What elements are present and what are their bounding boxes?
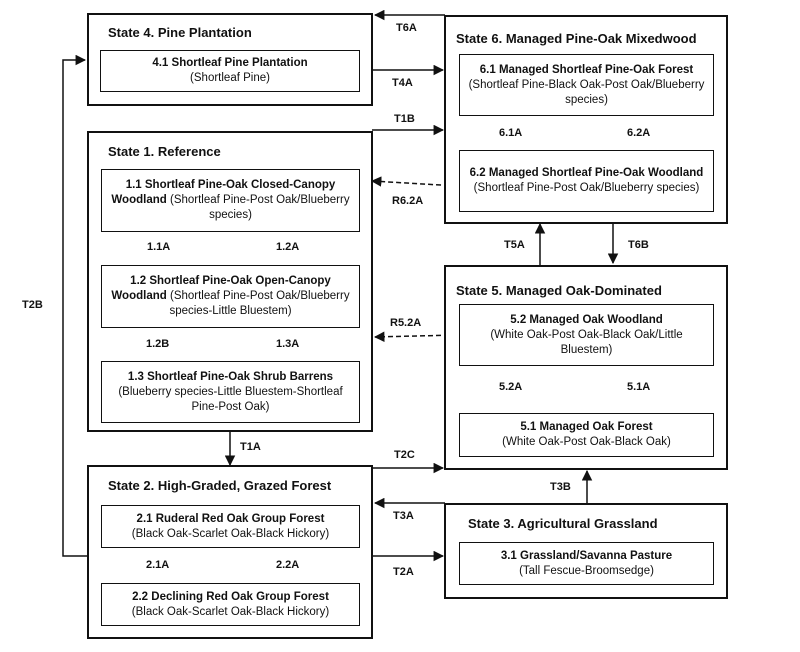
phase-2-1-box: 2.1 Ruderal Red Oak Group Forest (Black … [101, 505, 360, 548]
label-5-2a: 5.2A [499, 381, 523, 393]
label-1-2b: 1.2B [146, 338, 170, 350]
label-t2b: T2B [22, 299, 43, 311]
phase-2-2-box: 2.2 Declining Red Oak Group Forest (Blac… [101, 583, 360, 626]
label-2-2a: 2.2A [276, 559, 300, 571]
label-t6a: T6A [396, 22, 417, 34]
phase-1-1-name: 1.1 Shortleaf Pine-Oak Closed-Canopy Woo… [111, 179, 336, 206]
phase-3-1-species: (Tall Fescue-Broomsedge) [519, 564, 654, 577]
label-1-2a: 1.2A [276, 241, 300, 253]
arrow-r52a [373, 331, 458, 343]
label-t1b: T1B [394, 113, 415, 125]
label-t3b: T3B [550, 481, 571, 493]
phase-1-3-name: 1.3 Shortleaf Pine-Oak Shrub Barrens [127, 370, 334, 383]
state-3-title: State 3. Agricultural Grassland [468, 516, 658, 531]
state-5-title: State 5. Managed Oak-Dominated [456, 283, 662, 298]
phase-6-1-name: 6.1 Managed Shortleaf Pine-Oak Forest [479, 63, 694, 76]
phase-6-2-box: 6.2 Managed Shortleaf Pine-Oak Woodland … [459, 150, 714, 212]
label-t2a: T2A [393, 566, 414, 578]
phase-5-1-name: 5.1 Managed Oak Forest [520, 421, 653, 433]
state-5-box: State 5. Managed Oak-Dominated 5.2 Manag… [444, 265, 728, 470]
label-t4a: T4A [392, 77, 413, 89]
phase-3-1-box: 3.1 Grassland/Savanna Pasture (Tall Fesc… [459, 542, 714, 585]
label-1-3a: 1.3A [276, 338, 300, 350]
arrow-r62a [370, 176, 458, 187]
phase-2-2-name: 2.2 Declining Red Oak Group Forest [132, 590, 329, 603]
phase-3-1-name: 3.1 Grassland/Savanna Pasture [500, 549, 673, 562]
phase-5-1-species: (White Oak-Post Oak-Black Oak) [502, 436, 671, 448]
phase-4-1-name: 4.1 Shortleaf Pine Plantation [152, 57, 308, 69]
phase-6-2-name: 6.2 Managed Shortleaf Pine-Oak Woodland [469, 167, 704, 179]
arrow-t2b [62, 54, 88, 557]
phase-1-3-species: (Blueberry species-Little Bluestem-Short… [118, 385, 343, 413]
phase-1-2-species: (Shortleaf Pine-Post Oak/Blueberry speci… [169, 290, 350, 317]
phase-5-1-box: 5.1 Managed Oak Forest (White Oak-Post O… [459, 413, 714, 457]
label-t5a: T5A [504, 239, 525, 251]
state-6-box: State 6. Managed Pine-Oak Mixedwood 6.1 … [444, 15, 728, 224]
label-2-1a: 2.1A [146, 559, 170, 571]
phase-1-3-box: 1.3 Shortleaf Pine-Oak Shrub Barrens (Bl… [101, 361, 360, 423]
label-6-1a: 6.1A [499, 127, 523, 139]
phase-1-2-name: 1.2 Shortleaf Pine-Oak Open-Canopy Woodl… [111, 275, 331, 302]
state-1-box: State 1. Reference 1.1 Shortleaf Pine-Oa… [87, 131, 373, 432]
label-1-1a: 1.1A [147, 241, 171, 253]
phase-4-1-species: (Shortleaf Pine) [190, 72, 270, 84]
phase-6-1-species: (Shortleaf Pine-Black Oak-Post Oak/Blueb… [468, 78, 705, 106]
state-1-title: State 1. Reference [108, 144, 221, 159]
phase-2-1-species: (Black Oak-Scarlet Oak-Black Hickory) [131, 527, 330, 540]
phase-6-2-species: (Shortleaf Pine-Post Oak/Blueberry speci… [473, 182, 700, 194]
phase-4-1-box: 4.1 Shortleaf Pine Plantation (Shortleaf… [100, 50, 360, 92]
label-6-2a: 6.2A [627, 127, 651, 139]
state-6-title: State 6. Managed Pine-Oak Mixedwood [456, 31, 697, 46]
phase-1-1-box: 1.1 Shortleaf Pine-Oak Closed-Canopy Woo… [101, 169, 360, 232]
state-4-title: State 4. Pine Plantation [108, 25, 252, 40]
label-t2c: T2C [394, 449, 415, 461]
phase-5-2-species: (White Oak-Post Oak-Black Oak/Little Blu… [490, 328, 683, 356]
phase-5-2-name: 5.2 Managed Oak Woodland [510, 313, 663, 326]
label-r6-2a: R6.2A [392, 195, 424, 207]
phase-1-1-species: (Shortleaf Pine-Post Oak/Blueberry speci… [169, 194, 350, 221]
label-r5-2a: R5.2A [390, 317, 422, 329]
label-t1a: T1A [240, 441, 261, 453]
state-3-box: State 3. Agricultural Grassland 3.1 Gras… [444, 503, 728, 599]
state-2-title: State 2. High-Graded, Grazed Forest [108, 478, 332, 493]
state-2-box: State 2. High-Graded, Grazed Forest 2.1 … [87, 465, 373, 639]
phase-2-1-name: 2.1 Ruderal Red Oak Group Forest [136, 512, 325, 525]
label-t6b: T6B [628, 239, 649, 251]
phase-1-2-box: 1.2 Shortleaf Pine-Oak Open-Canopy Woodl… [101, 265, 360, 328]
label-t3a: T3A [393, 510, 414, 522]
phase-5-2-box: 5.2 Managed Oak Woodland (White Oak-Post… [459, 304, 714, 366]
phase-6-1-box: 6.1 Managed Shortleaf Pine-Oak Forest (S… [459, 54, 714, 116]
phase-2-2-species: (Black Oak-Scarlet Oak-Black Hickory) [131, 605, 330, 618]
state-4-box: State 4. Pine Plantation 4.1 Shortleaf P… [87, 13, 373, 106]
label-5-1a: 5.1A [627, 381, 651, 393]
